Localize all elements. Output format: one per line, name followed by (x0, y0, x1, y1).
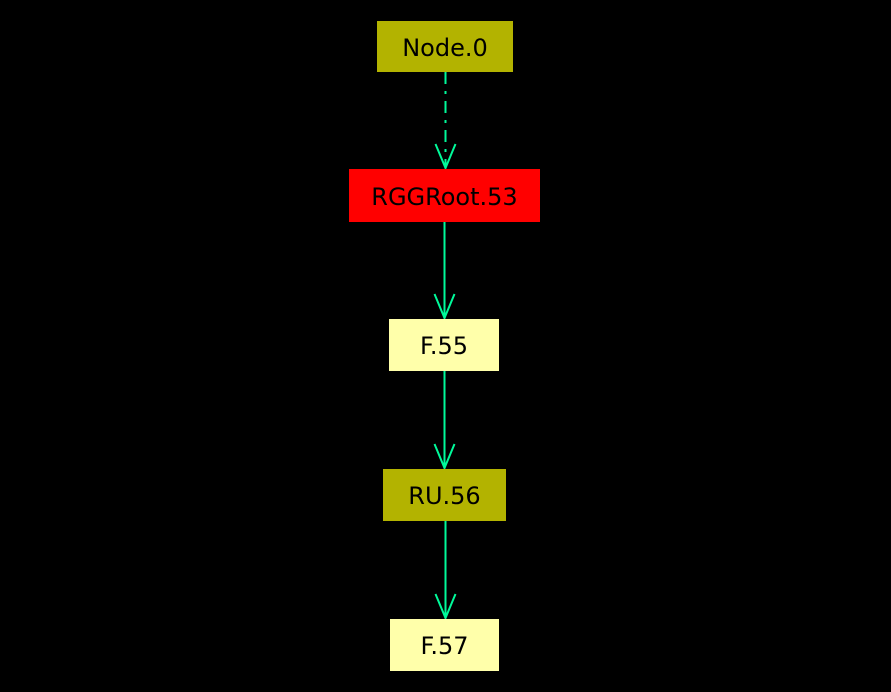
node-label: Node.0 (402, 33, 488, 62)
node-label: RU.56 (408, 482, 481, 510)
node-node-0[interactable]: Node.0 (377, 21, 513, 72)
edge-f-55-ru-56 (433, 371, 456, 471)
node-f-57[interactable]: F.57 (390, 619, 499, 671)
edge-rggroot-53-f-55 (433, 222, 456, 321)
node-label: F.57 (420, 632, 469, 660)
node-rggroot-53[interactable]: RGGRoot.53 (349, 169, 540, 222)
node-label: F.55 (419, 332, 469, 360)
node-f-55[interactable]: F.55 (389, 319, 499, 371)
edge-node-0-rggroot-53 (434, 72, 457, 171)
edge-ru-56-f-57 (434, 521, 457, 621)
node-label: RGGRoot.53 (371, 182, 518, 211)
node-ru-56[interactable]: RU.56 (383, 469, 506, 521)
